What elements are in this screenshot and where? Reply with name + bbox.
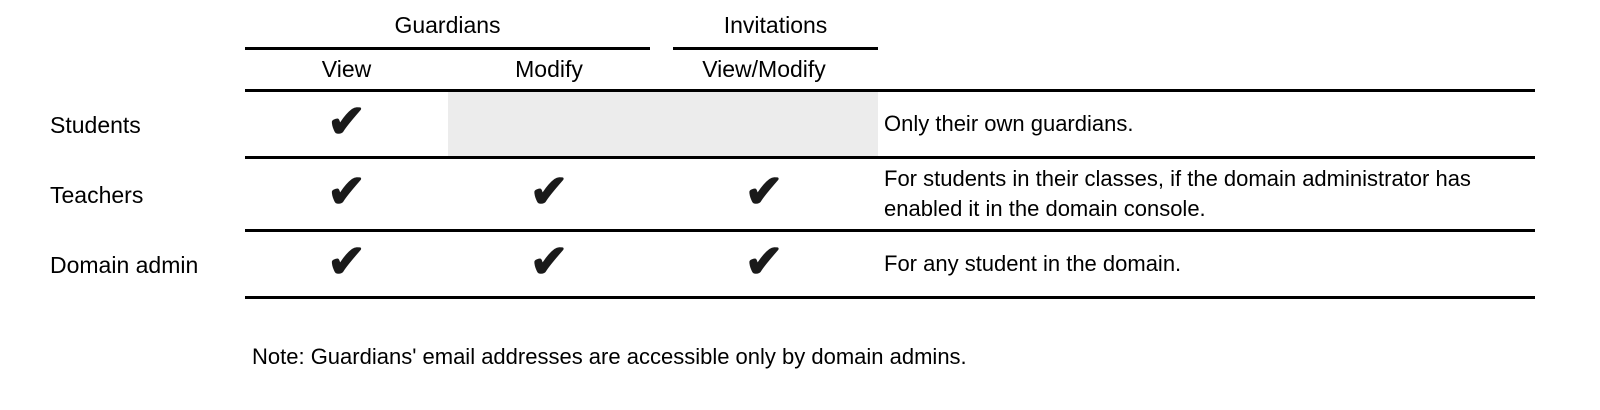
check-icon: ✔	[529, 165, 569, 217]
permissions-table: Guardians Invitations View Modify View/M…	[0, 0, 1535, 299]
column-header-notes-spacer	[878, 50, 1535, 92]
column-header-view-label: View	[321, 56, 372, 82]
note-domain-admin: For any student in the domain.	[878, 232, 1535, 299]
table-corner-spacer	[0, 0, 245, 50]
column-group-invitations: Invitations	[673, 0, 878, 50]
cell-teachers-invitations-view-modify: ✔	[650, 159, 878, 232]
column-group-guardians: Guardians	[245, 0, 650, 50]
check-icon: ✔	[327, 165, 366, 217]
cell-domain-admin-guardians-view: ✔	[245, 232, 448, 299]
footnote: Note: Guardians' email addresses are acc…	[252, 344, 967, 369]
column-group-invitations-label: Invitations	[723, 12, 828, 38]
row-label-domain-admin: Domain admin	[50, 252, 199, 278]
column-header-view-modify-label: View/Modify	[702, 56, 826, 82]
note-students: Only their own guardians.	[878, 92, 1535, 159]
cell-domain-admin-guardians-modify: ✔	[448, 232, 650, 299]
cell-students-guardians-view: ✔	[245, 92, 448, 159]
cell-teachers-guardians-view: ✔	[245, 159, 448, 232]
table-header-spacer	[878, 0, 1535, 50]
check-icon: ✔	[744, 235, 784, 287]
cell-domain-admin-invitations-view-modify: ✔	[650, 232, 878, 299]
column-header-view-modify: View/Modify	[650, 50, 878, 92]
cell-students-no-permission-shaded	[448, 92, 878, 159]
check-icon: ✔	[327, 95, 366, 147]
row-label-students: Students	[50, 112, 141, 138]
column-header-view: View	[245, 50, 448, 92]
check-icon: ✔	[744, 165, 784, 217]
row-label-teachers: Teachers	[50, 182, 144, 208]
check-icon: ✔	[327, 235, 366, 287]
cell-teachers-guardians-modify: ✔	[448, 159, 650, 232]
note-teachers: For students in their classes, if the do…	[878, 159, 1535, 232]
check-icon: ✔	[529, 235, 569, 287]
column-group-guardians-label: Guardians	[394, 12, 501, 38]
column-header-modify-label: Modify	[515, 56, 583, 82]
subheader-spacer	[0, 50, 245, 92]
column-header-modify: Modify	[448, 50, 650, 92]
